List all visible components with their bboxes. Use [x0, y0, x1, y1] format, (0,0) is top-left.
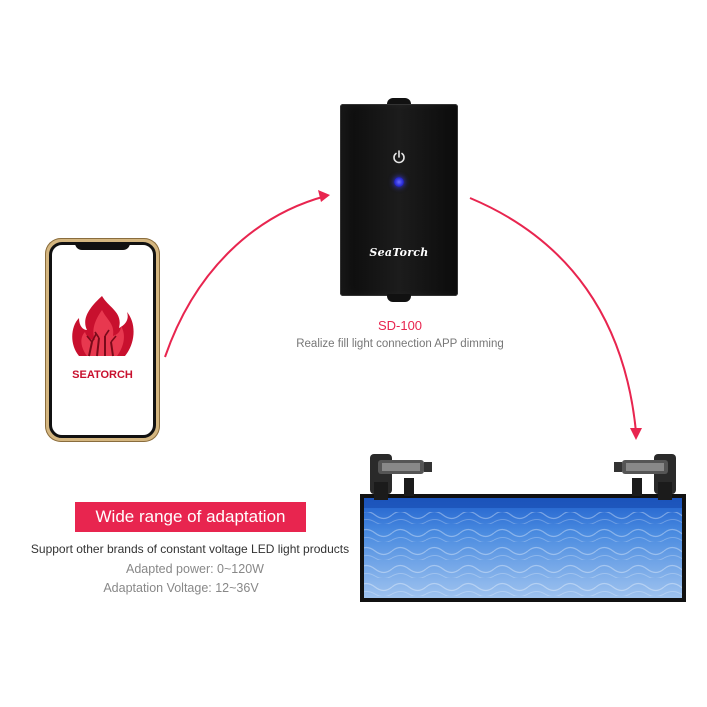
support-text: Support other brands of constant voltage… — [30, 542, 350, 556]
feature-badge: Wide range of adaptation — [75, 502, 306, 532]
arrowhead-controller — [318, 190, 330, 202]
light-fixture-left — [370, 454, 432, 500]
arrow-phone-to-controller — [164, 195, 327, 358]
tank-body — [360, 494, 686, 602]
aquarium-tank — [360, 454, 686, 602]
light-fixture-right — [614, 454, 676, 500]
power-icon[interactable] — [390, 148, 408, 166]
controller-brand: SeaTorch — [369, 246, 429, 259]
arrow-controller-to-tank — [469, 197, 637, 433]
app-name: SEATORCH — [72, 369, 133, 381]
smartphone: SEATORCH — [45, 238, 160, 442]
adaptation-voltage: Adaptation Voltage: 12~36V — [103, 581, 259, 595]
phone-notch — [75, 242, 130, 250]
arrowhead-tank — [630, 428, 642, 440]
model-description: Realize fill light connection APP dimmin… — [296, 338, 504, 350]
adapted-power: Adapted power: 0~120W — [126, 562, 264, 576]
controller-body — [340, 104, 458, 296]
mount-tab-top — [387, 98, 411, 108]
mount-tab-bottom — [387, 294, 411, 302]
controller-device: SeaTorch — [340, 98, 458, 302]
status-led — [394, 177, 404, 187]
model-name: SD-100 — [377, 318, 423, 333]
flame-coral-logo[interactable] — [67, 294, 137, 364]
